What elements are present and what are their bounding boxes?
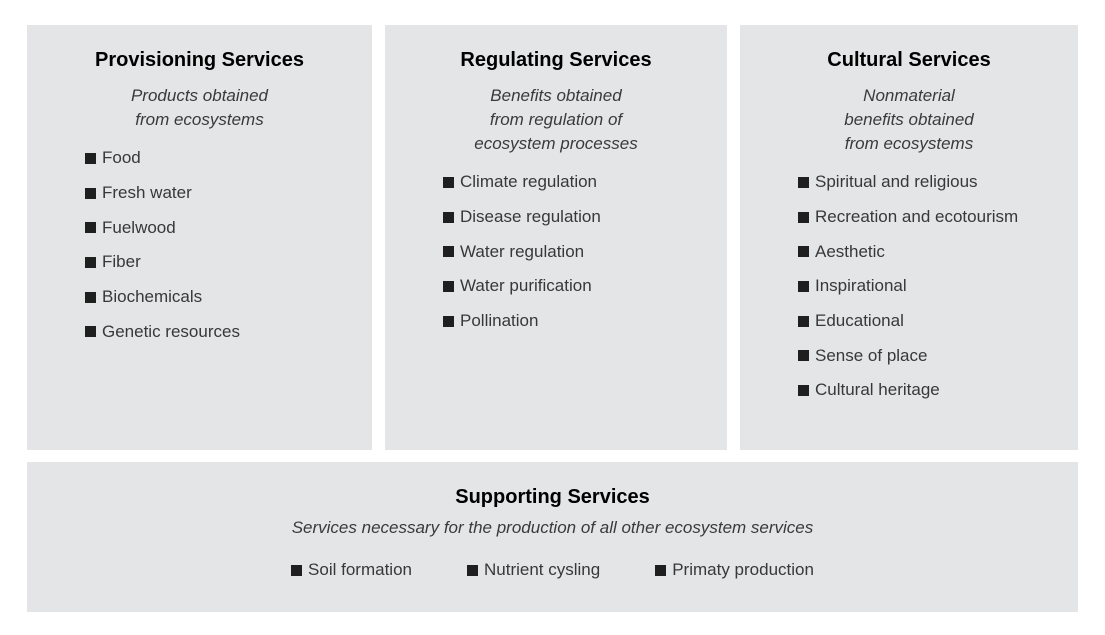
list-item-label: Fuelwood <box>102 217 176 237</box>
list-item-label: Educational <box>815 311 904 331</box>
square-bullet-icon <box>443 315 454 327</box>
list-item: Cultural heritage <box>798 373 1078 408</box>
panel-title: Regulating Services <box>460 49 652 71</box>
square-bullet-icon <box>85 152 96 164</box>
square-bullet-icon <box>443 211 454 223</box>
panel-subtitle: Benefits obtained from regulation of eco… <box>385 84 727 156</box>
square-bullet-icon <box>85 222 96 234</box>
subtitle-line: from ecosystems <box>844 134 974 153</box>
list-item: Disease regulation <box>443 200 727 235</box>
square-bullet-icon <box>85 326 96 338</box>
list-item-label: Water regulation <box>460 241 585 261</box>
list-item-label: Climate regulation <box>460 172 598 192</box>
list-item-label: Cultural heritage <box>815 380 940 400</box>
square-bullet-icon <box>798 315 809 327</box>
square-bullet-icon <box>85 291 96 303</box>
list-item-label: Disease regulation <box>460 207 601 227</box>
list-item: Spiritual and religious <box>798 165 1078 200</box>
subtitle-line: Products obtained <box>130 86 269 105</box>
list-item-label: Primaty production <box>672 560 814 580</box>
list-item: Water purification <box>443 269 727 304</box>
square-bullet-icon <box>291 564 303 576</box>
item-list: Climate regulation Disease regulation Wa… <box>385 165 727 338</box>
square-bullet-icon <box>798 350 809 362</box>
regulating-services-panel: Regulating Services Benefits obtained fr… <box>385 25 727 450</box>
list-item-label: Recreation and ecotourism <box>815 207 1019 227</box>
list-item: Primaty production <box>655 553 814 588</box>
top-panels-row: Provisioning Services Products obtained … <box>27 25 1078 450</box>
panel-title: Provisioning Services <box>95 49 304 71</box>
subtitle-line: ecosystem processes <box>474 134 638 153</box>
square-bullet-icon <box>798 384 809 396</box>
list-item: Fresh water <box>85 176 372 211</box>
list-item-label: Pollination <box>460 311 539 331</box>
list-item-label: Spiritual and religious <box>815 172 978 192</box>
list-item: Fuelwood <box>85 210 372 245</box>
list-item: Recreation and ecotourism <box>798 200 1078 235</box>
list-item: Inspirational <box>798 269 1078 304</box>
list-item: Water regulation <box>443 234 727 269</box>
subtitle-line: Nonmaterial <box>863 86 955 105</box>
provisioning-services-panel: Provisioning Services Products obtained … <box>27 25 372 450</box>
panel-title: Supporting Services <box>455 486 650 508</box>
subtitle-line: from regulation of <box>489 110 623 129</box>
supporting-services-panel: Supporting Services Services necessary f… <box>27 462 1078 612</box>
list-item: Sense of place <box>798 338 1078 373</box>
list-item: Genetic resources <box>85 314 372 349</box>
subtitle-line: benefits obtained <box>844 110 974 129</box>
list-item-label: Soil formation <box>308 560 412 580</box>
list-item: Soil formation <box>291 553 412 588</box>
square-bullet-icon <box>655 564 667 576</box>
list-item: Pollination <box>443 304 727 339</box>
list-item-label: Fiber <box>102 252 141 272</box>
panel-subtitle: Nonmaterial benefits obtained from ecosy… <box>740 84 1078 156</box>
item-list: Food Fresh water Fuelwood Fiber Biochemi… <box>27 141 372 349</box>
list-item-label: Fresh water <box>102 183 192 203</box>
square-bullet-icon <box>798 176 809 188</box>
square-bullet-icon <box>798 280 809 292</box>
list-item: Aesthetic <box>798 234 1078 269</box>
panel-title: Cultural Services <box>827 49 991 71</box>
list-item: Nutrient cysling <box>466 553 601 588</box>
square-bullet-icon <box>85 187 96 199</box>
subtitle-line: from ecosystems <box>135 110 264 129</box>
list-item-label: Inspirational <box>815 276 907 296</box>
square-bullet-icon <box>443 280 454 292</box>
cultural-services-panel: Cultural Services Nonmaterial benefits o… <box>740 25 1078 450</box>
list-item-label: Food <box>102 148 141 168</box>
panel-subtitle: Services necessary for the production of… <box>291 518 814 537</box>
square-bullet-icon <box>443 176 454 188</box>
square-bullet-icon <box>443 246 454 258</box>
square-bullet-icon <box>798 246 809 258</box>
list-item-label: Nutrient cysling <box>483 560 601 580</box>
list-item: Food <box>85 141 372 176</box>
square-bullet-icon <box>466 564 478 576</box>
list-item-label: Sense of place <box>815 345 928 365</box>
item-list: Spiritual and religious Recreation and e… <box>740 165 1078 408</box>
list-item: Climate regulation <box>443 165 727 200</box>
list-item: Educational <box>798 304 1078 339</box>
list-item-label: Aesthetic <box>815 241 885 261</box>
panel-subtitle: Products obtained from ecosystems <box>27 84 372 132</box>
list-item-label: Genetic resources <box>102 321 240 341</box>
list-item-label: Biochemicals <box>102 287 203 307</box>
list-item: Fiber <box>85 245 372 280</box>
square-bullet-icon <box>798 211 809 223</box>
subtitle-line: Benefits obtained <box>490 86 622 105</box>
square-bullet-icon <box>85 256 96 268</box>
supporting-item-row: Soil formation Nutrient cysling Primaty … <box>27 553 1078 588</box>
list-item-label: Water purification <box>460 276 592 296</box>
list-item: Biochemicals <box>85 280 372 315</box>
